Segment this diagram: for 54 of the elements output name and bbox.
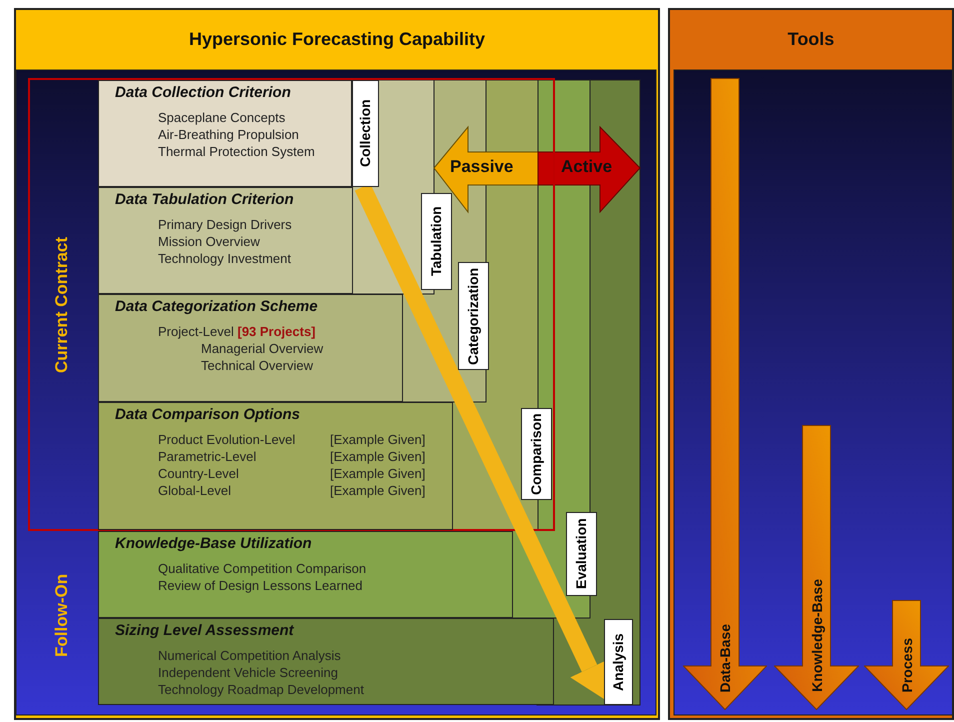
stage-item: Thermal Protection System xyxy=(158,144,315,160)
stage-tag: Comparison xyxy=(521,408,552,500)
stage-item: Spaceplane Concepts xyxy=(158,110,286,126)
tool-label: Knowledge-Base xyxy=(808,579,826,692)
stage-heading: Data Collection Criterion xyxy=(115,84,291,101)
stage-heading: Sizing Level Assessment xyxy=(115,622,294,639)
section-label: Current Contract xyxy=(51,236,72,376)
arrow-label: Active xyxy=(561,157,612,177)
stage-item: Product Evolution-Level xyxy=(158,432,296,448)
stage-tag: Collection xyxy=(352,80,379,187)
stage-panel xyxy=(98,531,513,618)
stage-item: [Example Given] xyxy=(330,483,426,499)
stage-tag: Tabulation xyxy=(421,193,452,290)
stage-heading: Knowledge-Base Utilization xyxy=(115,535,312,552)
stage-item: Technology Investment xyxy=(158,251,291,267)
arrow-label: Passive xyxy=(450,157,514,177)
tool-block xyxy=(774,425,859,710)
stage-panel xyxy=(98,187,353,294)
contract-frame xyxy=(28,78,555,531)
tool-block xyxy=(683,78,767,710)
stage-panel xyxy=(98,402,453,530)
stage-heading: Data Comparison Options xyxy=(115,406,300,423)
stage-heading: Data Tabulation Criterion xyxy=(115,191,294,208)
stage-panel xyxy=(98,618,554,705)
stage-tag: Analysis xyxy=(604,619,633,705)
panel xyxy=(14,8,660,720)
tool-label: Process xyxy=(898,638,916,692)
stage-item: Numerical Competition Analysis xyxy=(158,648,341,664)
tool-label: Data-Base xyxy=(716,624,734,692)
stage-item: Air-Breathing Propulsion xyxy=(158,127,299,143)
stage-tag: Categorization xyxy=(458,262,489,370)
stage-item: Technology Roadmap Development xyxy=(158,682,364,698)
stage-item: Mission Overview xyxy=(158,234,260,250)
panel-heading: Hypersonic Forecasting Capability xyxy=(188,29,486,50)
tool-block xyxy=(864,600,949,710)
stage-item: Review of Design Lessons Learned xyxy=(158,578,363,594)
stage-item: Qualitative Competition Comparison xyxy=(158,561,366,577)
stage-item: Parametric-Level xyxy=(158,449,256,465)
stage-item: Independent Vehicle Screening xyxy=(158,665,338,681)
stage-item: Primary Design Drivers xyxy=(158,217,292,233)
stage-heading: Data Categorization Scheme xyxy=(115,298,318,315)
stage-item: [Example Given] xyxy=(330,466,426,482)
stage-item: Managerial Overview xyxy=(201,341,324,357)
stage-item: Technical Overview xyxy=(201,358,313,374)
stage-item: Global-Level xyxy=(158,483,231,499)
stage-item: [Example Given] xyxy=(330,449,426,465)
panel-heading: Tools xyxy=(786,29,836,50)
stage-item: [Example Given] xyxy=(330,432,426,448)
stage-item: Project-Level [93 Projects] xyxy=(158,324,316,340)
stage-panel xyxy=(98,80,352,187)
stage-item: Country-Level xyxy=(158,466,239,482)
section-label: Follow-On xyxy=(51,572,72,659)
stage-panel xyxy=(98,294,403,402)
stage-tag: Evaluation xyxy=(566,512,597,596)
